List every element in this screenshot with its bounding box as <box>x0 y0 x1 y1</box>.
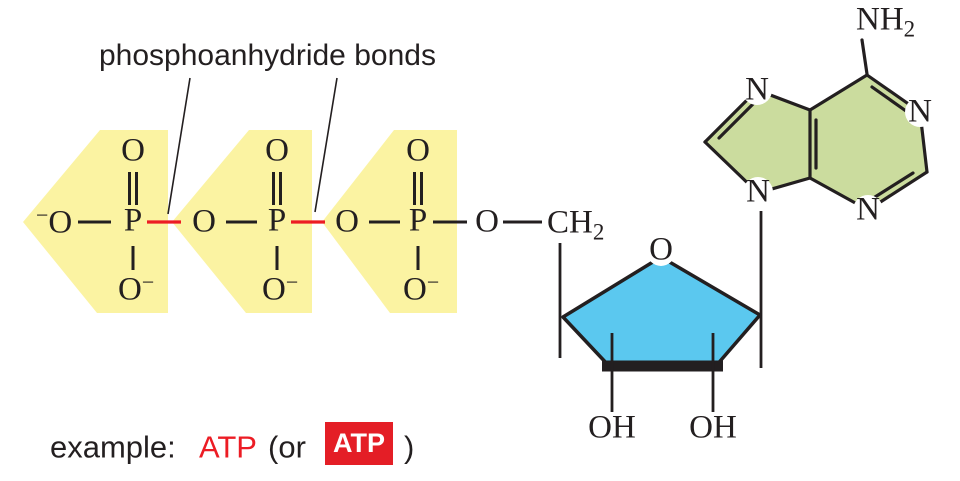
atom-o: O <box>118 271 142 308</box>
amine-group-label: NH2 <box>856 1 916 42</box>
n-label-disc <box>742 75 772 105</box>
atom-o: O <box>48 204 73 241</box>
example-or-open: (or <box>268 429 306 465</box>
p2-phosphorus: P <box>267 202 287 239</box>
n-label-disc <box>853 195 883 225</box>
n-label-disc <box>905 97 935 127</box>
p1-bottom-oxygen: O− <box>118 269 155 308</box>
bridge-oxygen-2: O <box>335 203 359 240</box>
ribose-ring-oxygen: O <box>649 231 673 268</box>
annotation-pointer-line-1 <box>167 77 191 215</box>
atom-o: O <box>403 271 427 308</box>
ch2-text: CH <box>547 204 593 241</box>
n-label-disc <box>743 177 773 207</box>
double-bond-inner <box>717 102 755 140</box>
ribose-ring <box>561 255 762 369</box>
nh2-subscript: 2 <box>903 16 916 42</box>
annotation-pointer-line-2 <box>314 77 338 213</box>
example-atp-text: ATP <box>199 429 257 465</box>
ch2-subscript: 2 <box>592 219 605 245</box>
double-bond-inner <box>873 171 915 199</box>
atom-o: O <box>262 271 286 308</box>
p2-top-oxygen: O <box>265 132 289 169</box>
p3-phosphorus: P <box>408 202 428 239</box>
ch2-group: CH2 <box>547 204 605 245</box>
ester-oxygen: O <box>475 203 499 240</box>
adenine-six-ring <box>810 75 927 210</box>
bond <box>808 73 869 112</box>
p3-top-oxygen: O <box>406 132 430 169</box>
atp-badge-text: ATP <box>333 428 385 458</box>
charge-minus: − <box>285 269 299 295</box>
p3-bottom-oxygen: O− <box>403 269 440 308</box>
n3-label: N <box>856 191 880 228</box>
example-prefix: example: <box>50 429 176 465</box>
phosphoanhydride-bonds-label: phosphoanhydride bonds <box>99 39 436 72</box>
bridge-oxygen-1: O <box>192 203 216 240</box>
ring-o-label-disc <box>647 238 675 266</box>
oh-right-label: OH <box>689 409 737 446</box>
nh2-text: NH <box>856 1 904 38</box>
p1-phosphorus: P <box>123 202 143 239</box>
n7-label: N <box>745 71 769 108</box>
charge-minus: − <box>36 202 49 228</box>
n9-label: N <box>746 173 770 210</box>
n1-label: N <box>908 93 932 130</box>
terminal-phosphate-o: −O <box>36 202 73 241</box>
amine-bond <box>860 38 869 76</box>
double-bond-inner <box>870 85 908 113</box>
p2-bottom-oxygen: O− <box>262 269 299 308</box>
atp-badge: ATP <box>325 422 393 465</box>
oh-left-label: OH <box>588 409 636 446</box>
example-close-paren: ) <box>404 429 415 465</box>
charge-minus: − <box>426 269 440 295</box>
p1-top-oxygen: O <box>121 132 145 169</box>
charge-minus: − <box>141 269 155 295</box>
phosphate-vertical-bonds <box>128 172 423 270</box>
